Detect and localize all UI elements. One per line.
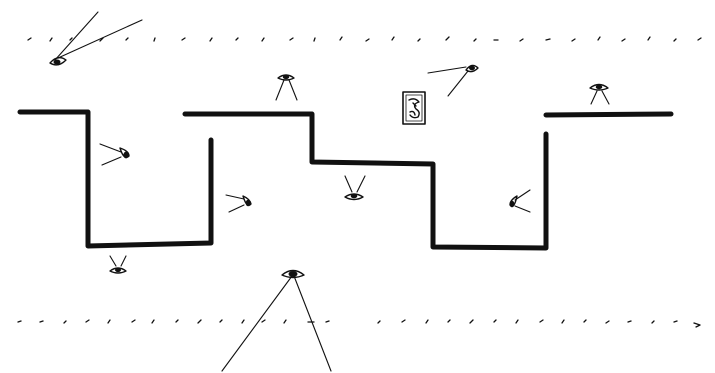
eye-icon-below-left-u [110, 256, 126, 273]
stepped-wall [20, 112, 671, 248]
swirl-symbol-icon [403, 92, 425, 124]
wall-segment-middle-step [185, 114, 546, 248]
eye-icon-left-u [100, 144, 129, 165]
eye-icon-left-u-outside [226, 195, 251, 212]
bottom-dotted-line [18, 320, 700, 327]
eye-icon-bottom-large [222, 271, 331, 372]
wall-segment-right [546, 114, 671, 115]
top-dotted-line [28, 37, 701, 41]
eye-icon-top-right [590, 85, 609, 105]
wall-segment-left-u [20, 112, 211, 246]
eye-icon-right-u [510, 190, 530, 212]
eye-icon-middle-step [345, 176, 365, 200]
eye-icon-near-glyph [428, 65, 478, 96]
eye-icon-top-middle [276, 75, 297, 100]
